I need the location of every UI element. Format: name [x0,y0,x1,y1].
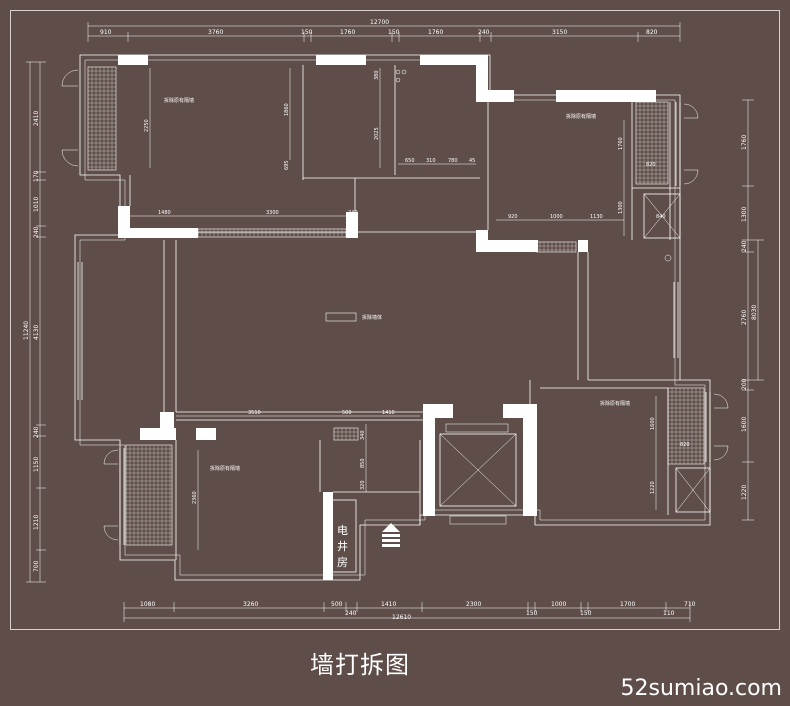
bottom-dim-12: 110 [663,610,675,617]
bottom-dim-7: 150 [526,610,538,617]
room-label-1: 拆除原有隔墙 [164,97,194,104]
left-dim-6: 240 [33,426,40,438]
room-label-4: 拆除原有隔墙 [600,400,630,407]
bottom-dim-1: 1080 [140,601,155,608]
room-label-3: 拆除原有隔墙 [210,465,240,472]
watermark: 52sumiao.com [620,676,782,701]
dim-695: 695 [284,160,290,170]
dim-45: 45 [469,158,475,164]
partition-lines [129,65,680,560]
living-hatch [325,312,357,322]
well-char-2: 井 [337,539,348,553]
dim-2025: 2025 [374,127,380,140]
bottom-dim-5: 1410 [381,601,396,608]
left-dim-7: 1150 [33,457,40,472]
door-swings [61,69,729,541]
dim-2360: 2360 [192,491,198,504]
left-dim-5: 4130 [33,325,40,340]
inner-dimension-lines [130,68,657,550]
bottom-dim-10: 1700 [620,601,635,608]
well-char-1: 电 [337,524,348,537]
entrance-arrow-icon [382,523,400,547]
dim-500: 500 [342,410,352,416]
dim-850: 850 [360,458,366,468]
drawing-caption: 墙打拆图 [310,651,410,679]
dim-340: 340 [360,430,366,440]
dim-920: 920 [508,214,518,220]
left-dim-4: 240 [33,226,40,238]
electric-well-room [331,499,357,573]
dim-3510: 3510 [248,410,261,416]
right-dim-2: 1300 [741,207,748,222]
bottom-dimension-lines [123,602,691,622]
dim-1130: 1130 [590,214,603,220]
well-char-3: 房 [337,556,348,569]
bottom-dim-8: 1000 [551,601,566,608]
bottom-dim-11: 710 [684,601,696,608]
top-dim-6: 1760 [428,29,443,36]
bottom-dim-2: 3260 [243,601,258,608]
right-dimension-lines [742,99,764,521]
left-dimension-lines [26,61,46,583]
top-dimension-lines [87,22,681,42]
dim-1220: 1220 [650,481,656,494]
right-dim-5: 8030 [751,305,758,320]
dim-1600: 1600 [650,417,656,430]
dim-1000: 1000 [550,214,563,220]
right-dim-4: 2760 [741,310,748,325]
dim-320: 320 [360,480,366,490]
right-dim-3: 240 [741,240,748,252]
bottom-dim-9: 150 [580,610,592,617]
dim-3300: 3300 [266,210,279,216]
left-dim-8: 1210 [33,515,40,530]
building-outline [74,54,711,581]
dim-650: 650 [405,158,415,164]
bottom-dim-6: 2300 [466,601,481,608]
floor-plan: 12700 910 3760 150 1760 150 1760 240 315… [23,19,764,622]
left-dim-1: 2410 [33,111,40,126]
dim-820-b: 820 [680,442,690,448]
top-dim-8: 3150 [552,29,567,36]
dim-2250: 2250 [144,119,150,132]
dim-1860: 1860 [284,103,290,116]
tile-grid [88,67,704,545]
dim-1760-right: 1760 [618,137,624,150]
left-dim-9: 700 [33,560,40,572]
top-dim-7: 240 [478,29,490,36]
top-dim-3: 150 [301,29,313,36]
dim-1410: 1410 [382,410,395,416]
right-dim-1: 1760 [741,135,748,150]
dim-840: 840 [656,214,666,220]
left-dim-3: 1010 [33,197,40,212]
top-dim-2: 3760 [208,29,223,36]
bottom-total-dim: 12610 [392,614,411,621]
top-total-dim: 12700 [370,19,389,26]
top-dim-4: 1760 [340,29,355,36]
dim-380: 380 [374,70,380,80]
room-label-2: 拆除原有隔墙 [566,113,596,120]
dim-310: 310 [426,158,436,164]
top-dim-9: 820 [646,29,658,36]
left-total-dim: 11240 [23,321,30,340]
dim-1300: 1300 [618,201,624,214]
bottom-dim-3: 500 [331,601,343,608]
dim-820: 820 [646,162,656,168]
elevator-shafts [439,193,711,525]
right-dim-8: 1220 [741,485,748,500]
windows [77,102,711,545]
left-dim-2: 170 [33,170,40,182]
tiled-areas [87,66,705,546]
wall-segments [118,55,656,580]
dim-780: 780 [448,158,458,164]
living-label: 拆除墙体 [362,314,382,321]
right-dim-7: 1600 [741,417,748,432]
top-dim-5: 150 [388,29,400,36]
bottom-dim-4: 240 [345,610,357,617]
dim-1480: 1480 [158,210,171,216]
right-dim-6: 200 [741,378,748,390]
dim-240: 240 [348,210,358,216]
drawing-frame [10,10,780,630]
top-dim-1: 910 [100,29,112,36]
